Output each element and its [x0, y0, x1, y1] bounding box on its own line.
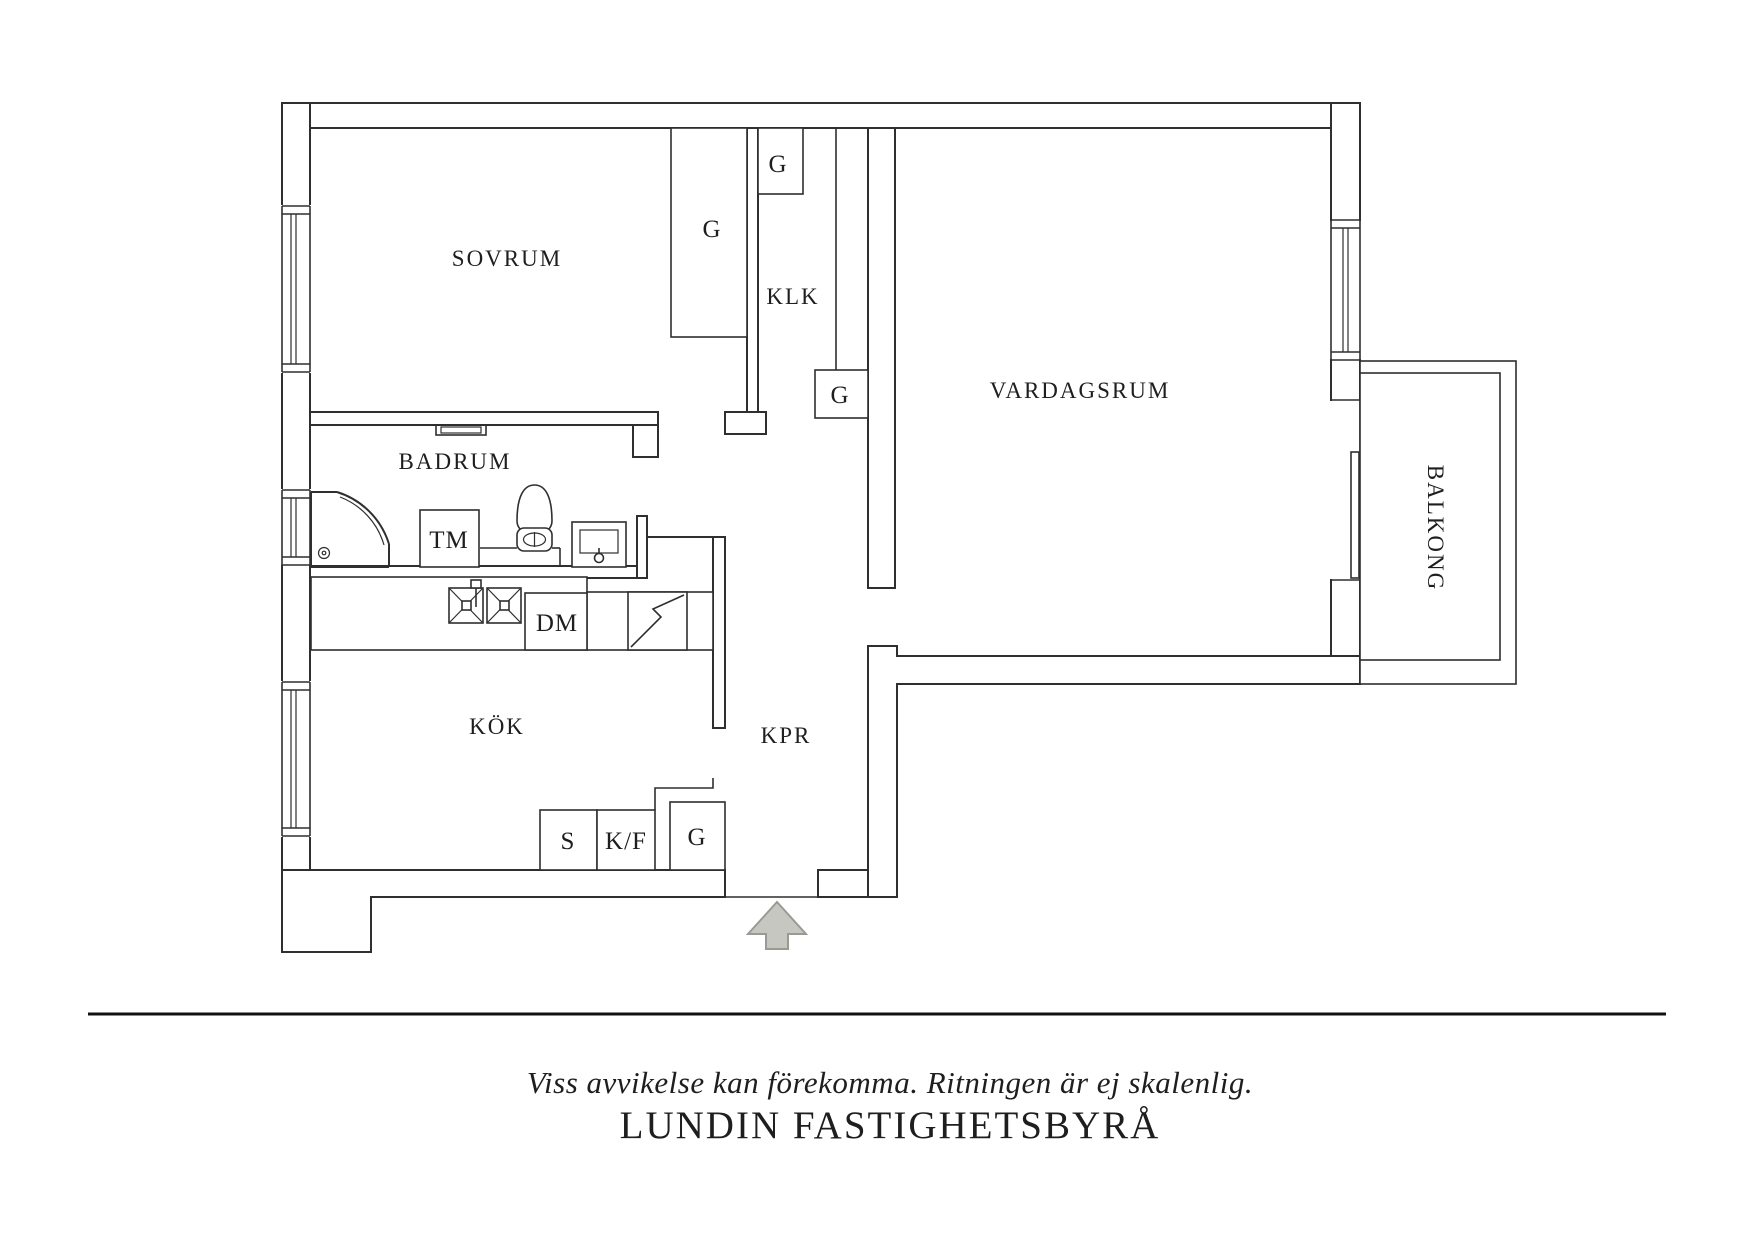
stove-symbol — [630, 594, 685, 648]
label-living-room: VARDAGSRUM — [990, 378, 1171, 403]
label-wardrobe-kitchen: G — [687, 824, 706, 851]
label-cleaning-cabinet: S — [561, 828, 576, 855]
bathroom-niche — [435, 424, 487, 436]
label-dishwasher: DM — [536, 610, 578, 637]
shower-door-arc — [336, 491, 390, 545]
wall-hall-east-and-living-south — [867, 645, 1361, 898]
window-bedroom — [281, 205, 311, 373]
kitchen-corner-step-line — [654, 778, 714, 810]
wall-closet-west — [746, 127, 759, 413]
wall-east — [1330, 102, 1361, 685]
shower — [310, 491, 390, 568]
closet-klk — [757, 127, 869, 419]
inner-walls — [309, 127, 896, 810]
toilet — [480, 484, 561, 566]
label-kitchen: KÖK — [469, 714, 525, 739]
label-balcony: BALKONG — [1423, 465, 1448, 591]
wall-south-left — [281, 869, 726, 953]
balcony-door — [1330, 399, 1361, 581]
washbasin — [571, 521, 627, 568]
label-fridge-freezer: K/F — [605, 828, 647, 855]
balcony-inner-rail — [1359, 372, 1501, 661]
kitchen-fittings — [310, 576, 726, 871]
wall-kitchen-east — [712, 536, 726, 729]
shower-door-arc-inner — [339, 496, 385, 546]
wall-closet-end-cap — [724, 411, 767, 435]
fixture-labels: G G G TM DM S K/F G — [429, 151, 849, 855]
label-wardrobe-bedroom: G — [702, 216, 721, 243]
window-living-room — [1330, 219, 1361, 361]
footer: Viss avvikelse kan förekomma. Ritningen … — [88, 1012, 1666, 1147]
room-labels: SOVRUM KLK VARDAGSRUM BADRUM KÖK KPR BAL… — [399, 246, 1448, 748]
balcony-door-leaf — [1350, 451, 1360, 579]
label-wardrobe-closet-bottom: G — [830, 382, 849, 409]
fridge-freezer-box — [596, 809, 656, 871]
kitchen-faucet-base — [470, 579, 482, 589]
shower-drain-icon — [317, 546, 331, 560]
wall-bedroom-south-stub — [632, 424, 659, 458]
wall-living-room-west — [867, 127, 896, 589]
bathroom-fixtures — [310, 424, 627, 568]
entry-arrow-icon — [745, 900, 809, 950]
cleaning-cabinet-box — [539, 809, 598, 871]
wall-bathroom-east — [636, 515, 648, 579]
washing-machine-box — [419, 509, 480, 568]
entry-arrow-shape — [745, 900, 809, 950]
wall-north — [281, 102, 1361, 129]
window-bathroom — [281, 489, 311, 566]
bathroom-niche-inner — [440, 426, 482, 434]
label-closet: KLK — [766, 284, 819, 309]
label-wardrobe-closet-top: G — [768, 151, 787, 178]
bedroom-wardrobe-box — [670, 127, 748, 338]
toilet-bowl — [516, 484, 553, 535]
closet-wardrobe-bottom-box — [814, 369, 869, 419]
window-kitchen — [281, 681, 311, 837]
kitchen-wardrobe-box — [669, 801, 726, 871]
label-corridor: KPR — [761, 723, 812, 748]
label-bedroom: SOVRUM — [452, 246, 562, 271]
wall-bedroom-south — [309, 411, 659, 426]
kitchen-sink — [448, 579, 522, 624]
washbasin-faucet-icon — [593, 552, 605, 564]
closet-wardrobe-top-box — [757, 127, 804, 195]
balcony — [1359, 360, 1517, 685]
footer-agency: LUNDIN FASTIGHETSBYRÅ — [620, 1104, 1161, 1147]
footer-disclaimer: Viss avvikelse kan förekomma. Ritningen … — [527, 1065, 1253, 1100]
label-bathroom: BADRUM — [399, 449, 512, 474]
stove — [627, 591, 688, 651]
label-washing-machine: TM — [429, 527, 469, 554]
dishwasher-box — [524, 592, 588, 651]
shower-drain-dot — [321, 550, 327, 556]
